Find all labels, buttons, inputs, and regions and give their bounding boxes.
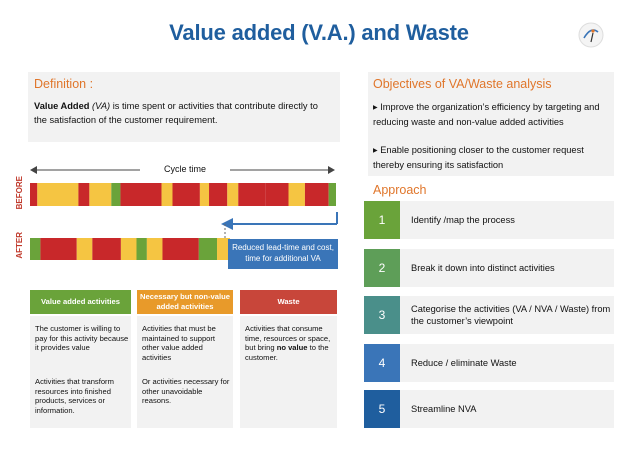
before-timeline-bar: [30, 183, 336, 206]
objective-item-text: Improve the organization’s efficiency by…: [373, 102, 600, 127]
timeline-segment-red: [30, 183, 38, 206]
timeline-segment-red: [265, 183, 289, 206]
approach-step-5: 5 Streamline NVA: [364, 390, 614, 428]
approach-step-4: 4 Reduce / eliminate Waste: [364, 344, 614, 382]
timeline-segment-yellow: [146, 238, 163, 260]
category-heading-waste: Waste: [240, 290, 337, 314]
timeline-segment-yellow: [227, 183, 239, 206]
definition-term: Value Added: [34, 101, 90, 111]
timeline-segment-red: [172, 183, 200, 206]
waste-text-bold: no value: [276, 343, 308, 353]
step-background: [400, 390, 614, 428]
step-background: [400, 249, 614, 287]
category-column-va: The customer is willing to pay for this …: [30, 316, 131, 428]
approach-step-3: 3 Categorise the activities (VA / NVA / …: [364, 296, 614, 334]
timeline-segment-red: [238, 183, 266, 206]
category-text: Activities that transform resources into…: [35, 377, 114, 415]
before-label: BEFORE: [15, 176, 25, 214]
approach-step-2: 2 Break it down into distinct activities: [364, 249, 614, 287]
timeline-segment-red: [92, 238, 121, 260]
category-text: Or activities necessary for other unavoi…: [142, 377, 230, 406]
timeline-segment-green: [30, 238, 41, 260]
timeline-segment-yellow: [89, 183, 112, 206]
timeline-segment-red: [209, 183, 228, 206]
definition-abbr: (VA): [92, 101, 111, 111]
category-heading-va: Value added activities: [30, 290, 131, 314]
timeline-segment-red: [78, 183, 90, 206]
timeline-segment-yellow: [120, 238, 137, 260]
category-column-nva: Activities that must be maintained to su…: [137, 316, 233, 428]
step-number: 4: [364, 344, 400, 382]
timeline-segment-green: [198, 238, 218, 260]
definition-heading: Definition :: [34, 77, 94, 91]
timeline-segment-red: [304, 183, 329, 206]
after-label: AFTER: [15, 232, 25, 266]
timeline-segment-yellow: [76, 238, 93, 260]
step-text: Identify /map the process: [411, 215, 515, 225]
bullet-arrow-icon: ▶: [373, 148, 378, 154]
waste-text-post: to the customer.: [245, 343, 329, 362]
definition-text: Value Added (VA) is time spent or activi…: [34, 99, 324, 127]
step-number: 3: [364, 296, 400, 334]
step-number: 5: [364, 390, 400, 428]
timeline-segment-yellow: [217, 238, 230, 260]
objectives-panel: [368, 72, 614, 176]
logo-icon: [578, 22, 604, 48]
timeline-segment-yellow: [199, 183, 210, 206]
reduced-lead-time-callout: Reduced lead-time and cost, time for add…: [228, 239, 338, 269]
timeline-segment-green: [328, 183, 336, 206]
after-timeline-bar: [30, 238, 230, 260]
timeline-segment-yellow: [288, 183, 305, 206]
step-background: [400, 201, 614, 239]
reduction-arrow-icon: [221, 212, 338, 238]
bullet-arrow-icon: ▶: [373, 105, 378, 111]
timeline-segment-yellow: [161, 183, 173, 206]
category-heading-nva: Necessary but non-value added activities: [137, 290, 233, 314]
after-label-text: AFTER: [15, 232, 24, 259]
definition-panel: [28, 72, 340, 142]
waste-text-pre: Activities that consume time, resources …: [245, 324, 331, 353]
timeline-segment-green: [136, 238, 147, 260]
page-title: Value added (V.A.) and Waste: [169, 20, 469, 45]
timeline-segment-green: [111, 183, 121, 206]
objective-item-text: Enable positioning closer to the custome…: [373, 145, 584, 170]
objective-item: ▶ Improve the organization’s efficiency …: [373, 100, 607, 129]
step-text: Categorise the activities (VA / NVA / Wa…: [411, 304, 611, 326]
step-text: Break it down into distinct activities: [411, 263, 555, 273]
timeline-segment-red: [120, 183, 162, 206]
timeline-segment-yellow: [37, 183, 79, 206]
before-label-text: BEFORE: [15, 176, 24, 210]
step-background: [400, 344, 614, 382]
timeline-segment-red: [40, 238, 77, 260]
category-text: Activities that consume time, resources …: [245, 324, 333, 362]
category-text: Activities that must be maintained to su…: [142, 324, 216, 362]
step-text: Reduce / eliminate Waste: [411, 358, 517, 368]
approach-heading: Approach: [373, 183, 427, 197]
step-background: [400, 296, 614, 334]
category-column-waste: Activities that consume time, resources …: [240, 316, 337, 428]
cycle-time-label: Cycle time: [140, 164, 230, 174]
step-number: 2: [364, 249, 400, 287]
objectives-heading: Objectives of VA/Waste analysis: [373, 77, 552, 91]
step-text: Streamline NVA: [411, 404, 477, 414]
approach-step-1: 1 Identify /map the process: [364, 201, 614, 239]
category-text: The customer is willing to pay for this …: [35, 324, 129, 353]
timeline-segment-red: [162, 238, 199, 260]
objective-item: ▶ Enable positioning closer to the custo…: [373, 143, 607, 172]
definition-body: is time spent or activities that contrib…: [34, 101, 318, 125]
step-number: 1: [364, 201, 400, 239]
